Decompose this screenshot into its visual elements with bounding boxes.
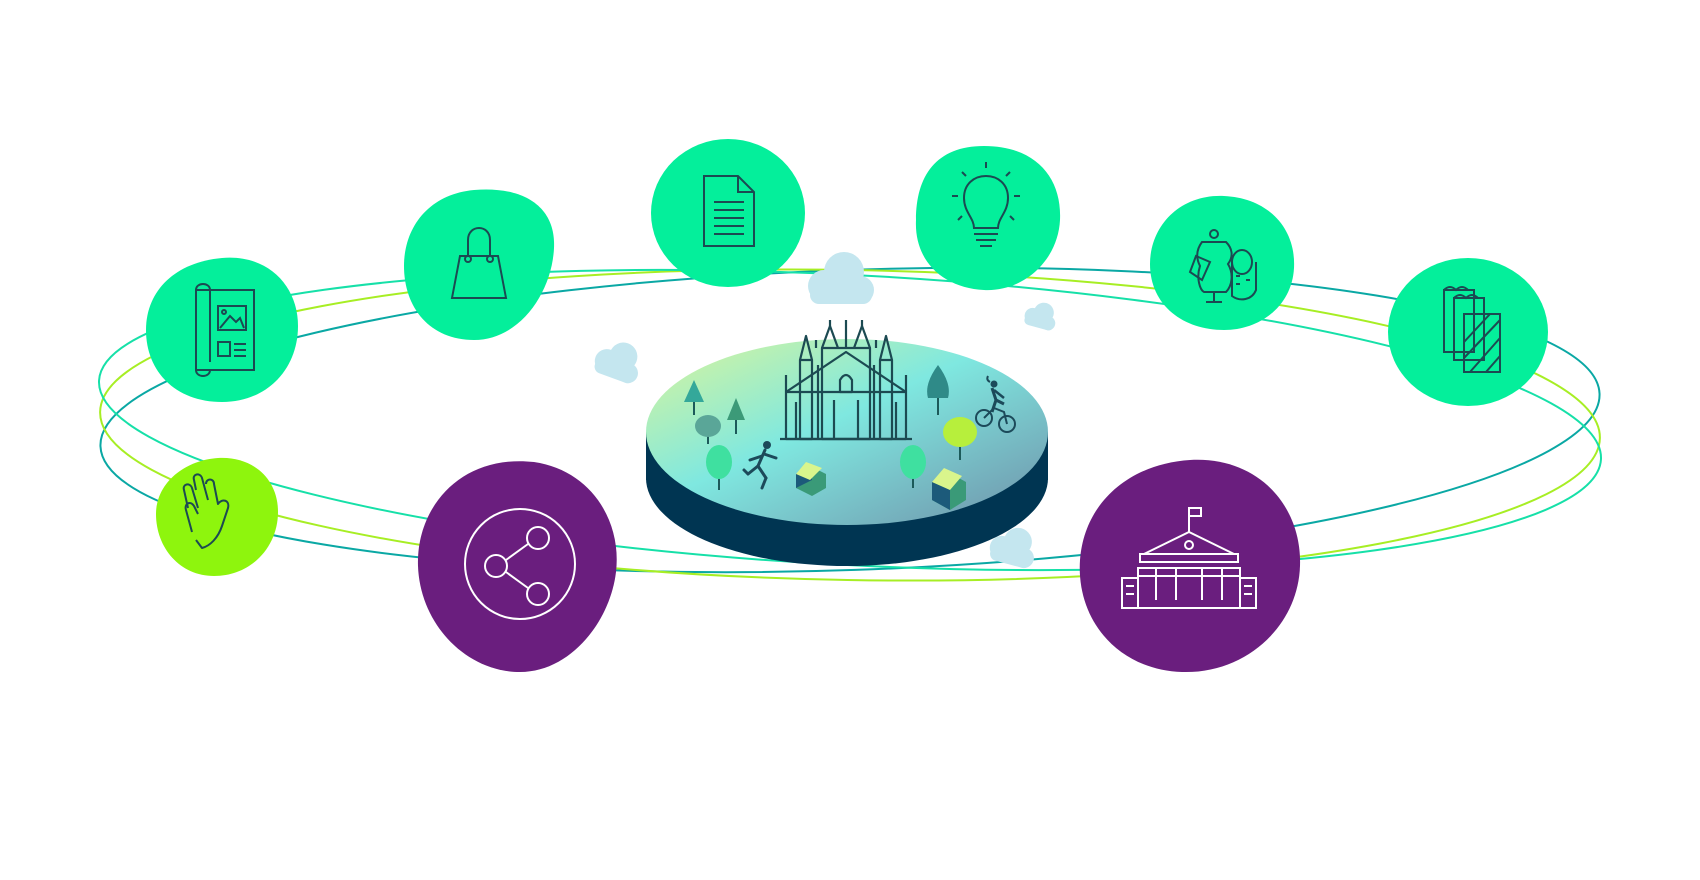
house [796,462,826,496]
cloud [1024,302,1056,331]
fabric-samples-icon [1443,286,1501,373]
tree [900,445,926,488]
tree [927,365,949,415]
tree [695,415,721,444]
document-icon [703,175,755,247]
cloud [594,342,638,384]
bubble-shopping[interactable] [404,189,555,340]
bubble-hand[interactable] [156,457,278,576]
share-network-icon [464,508,576,620]
tree [727,398,745,434]
bubble-ideas[interactable] [915,146,1061,291]
hand-wave-icon [182,473,230,549]
bubble-document[interactable] [651,139,805,287]
bubble-institution[interactable] [1079,459,1301,673]
tree [706,445,732,490]
shopping-bag-icon [450,227,508,299]
bubble-blueprint[interactable] [146,257,298,402]
bubble-network[interactable] [417,461,617,672]
runner-icon [742,441,778,490]
tree [943,417,977,460]
institution-building-icon [1121,507,1257,609]
city-island-illustration [646,320,1048,566]
tree [684,380,704,415]
blueprint-document-icon [195,283,255,377]
cathedral-icon [780,320,912,441]
clouds [594,252,1056,569]
bubble-materials[interactable] [1388,258,1548,406]
cyclist-icon [975,375,1016,433]
bubble-fashion[interactable] [1150,195,1295,330]
lightbulb-icon [952,162,1020,247]
mannequin-tape-icon [1188,229,1257,303]
cloud [989,527,1034,569]
icon-bubbles [146,139,1548,673]
cloud [808,252,874,304]
trees [684,365,977,490]
house [932,468,966,510]
